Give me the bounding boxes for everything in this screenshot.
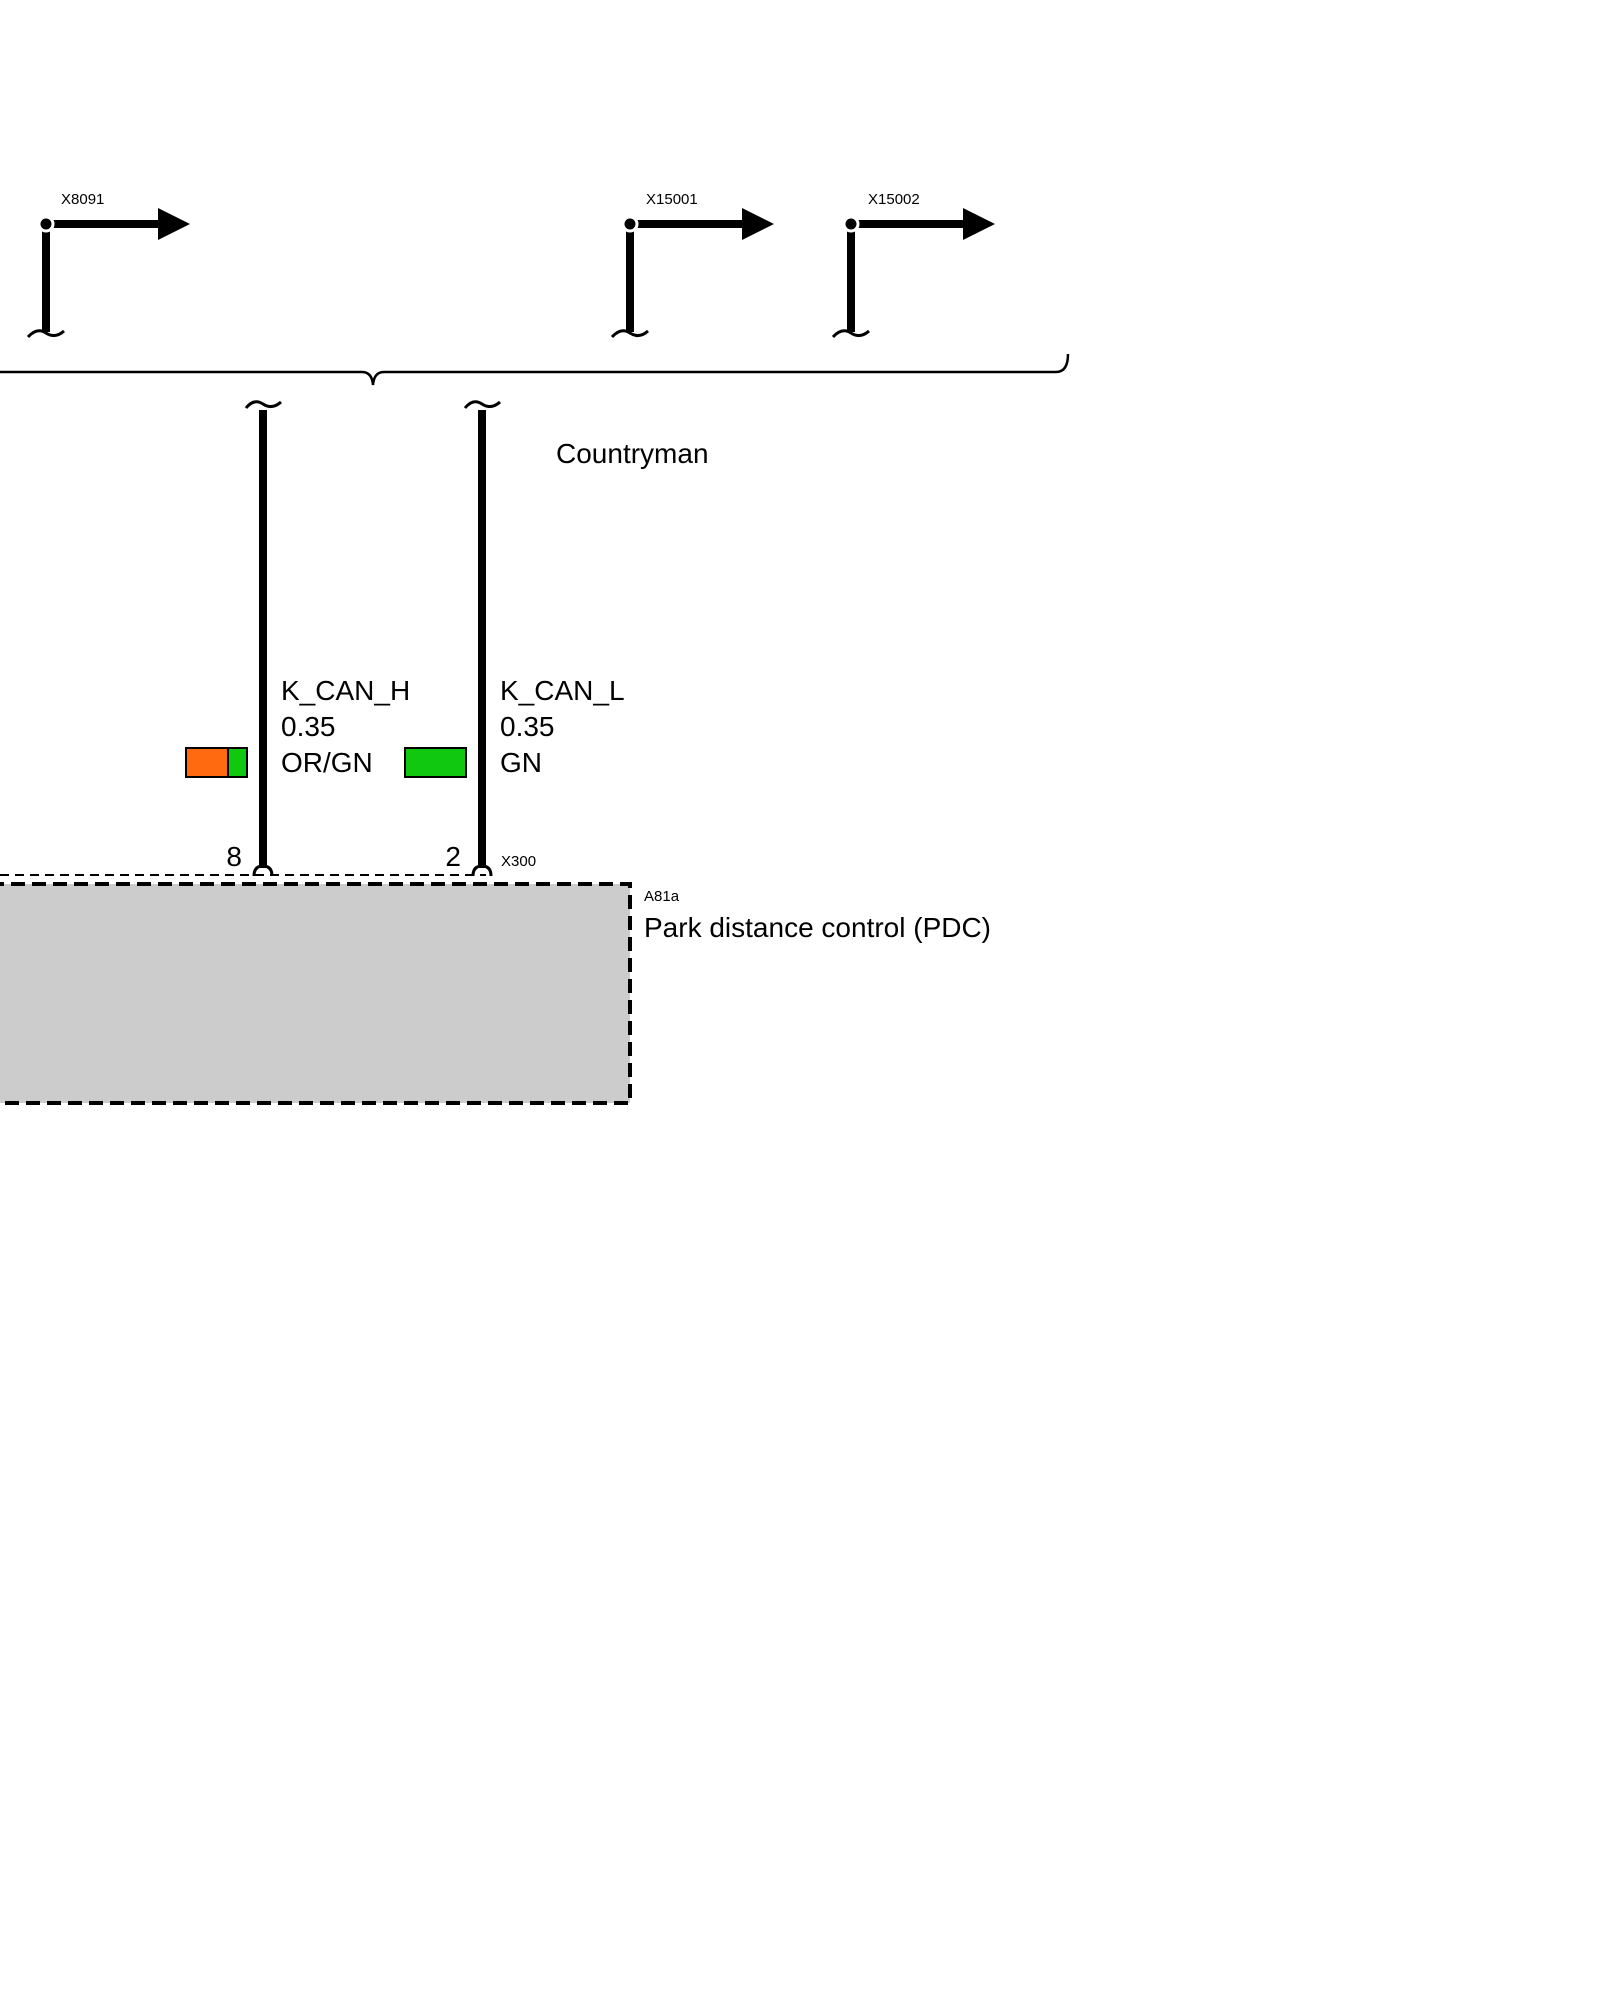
pin-contact-icon xyxy=(252,864,274,877)
component-box xyxy=(0,882,632,1105)
variant-label: Countryman xyxy=(556,438,709,469)
variant-brace xyxy=(0,353,1070,386)
component-id: A81a xyxy=(644,888,680,905)
connection-dot xyxy=(842,215,860,233)
wire-break-icon xyxy=(463,400,501,409)
wire-color-code: OR/GN xyxy=(281,747,373,778)
wire-cross-section: 0.35 xyxy=(281,711,336,742)
wire-color-code: GN xyxy=(500,747,542,778)
wire-signal: K_CAN_L xyxy=(500,675,625,706)
wire-k-can-l: K_CAN_L 0.35 GN 2 xyxy=(404,400,625,877)
pin-number: 2 xyxy=(445,841,461,872)
component-name: Park distance control (PDC) xyxy=(644,912,991,943)
wire-break-icon xyxy=(26,329,65,339)
wire-break-icon xyxy=(244,400,282,409)
connector-x8091: X8091 xyxy=(26,191,190,339)
wire-signal: K_CAN_H xyxy=(281,675,410,706)
wire-color-swatch-orange xyxy=(185,747,229,778)
wire-color-swatch-green xyxy=(227,747,248,778)
wire-color-swatch-green xyxy=(404,747,467,778)
connector-label: X15002 xyxy=(868,191,920,208)
pin-contact-icon xyxy=(471,864,493,877)
wire-break-icon xyxy=(831,329,870,339)
connection-dot xyxy=(37,215,55,233)
connection-dot xyxy=(621,215,639,233)
arrow-right-icon xyxy=(742,208,774,240)
wire-k-can-h: K_CAN_H 0.35 OR/GN 8 xyxy=(185,400,410,877)
pin-number: 8 xyxy=(226,841,242,872)
connector-x15002: X15002 xyxy=(831,191,995,339)
connector-label: X15001 xyxy=(646,191,698,208)
arrow-right-icon xyxy=(158,208,190,240)
arrow-right-icon xyxy=(963,208,995,240)
connector-label: X8091 xyxy=(61,191,104,208)
component-connector-label: X300 xyxy=(501,853,536,870)
wire-break-icon xyxy=(610,329,649,339)
connector-x15001: X15001 xyxy=(610,191,774,339)
wire-cross-section: 0.35 xyxy=(500,711,555,742)
